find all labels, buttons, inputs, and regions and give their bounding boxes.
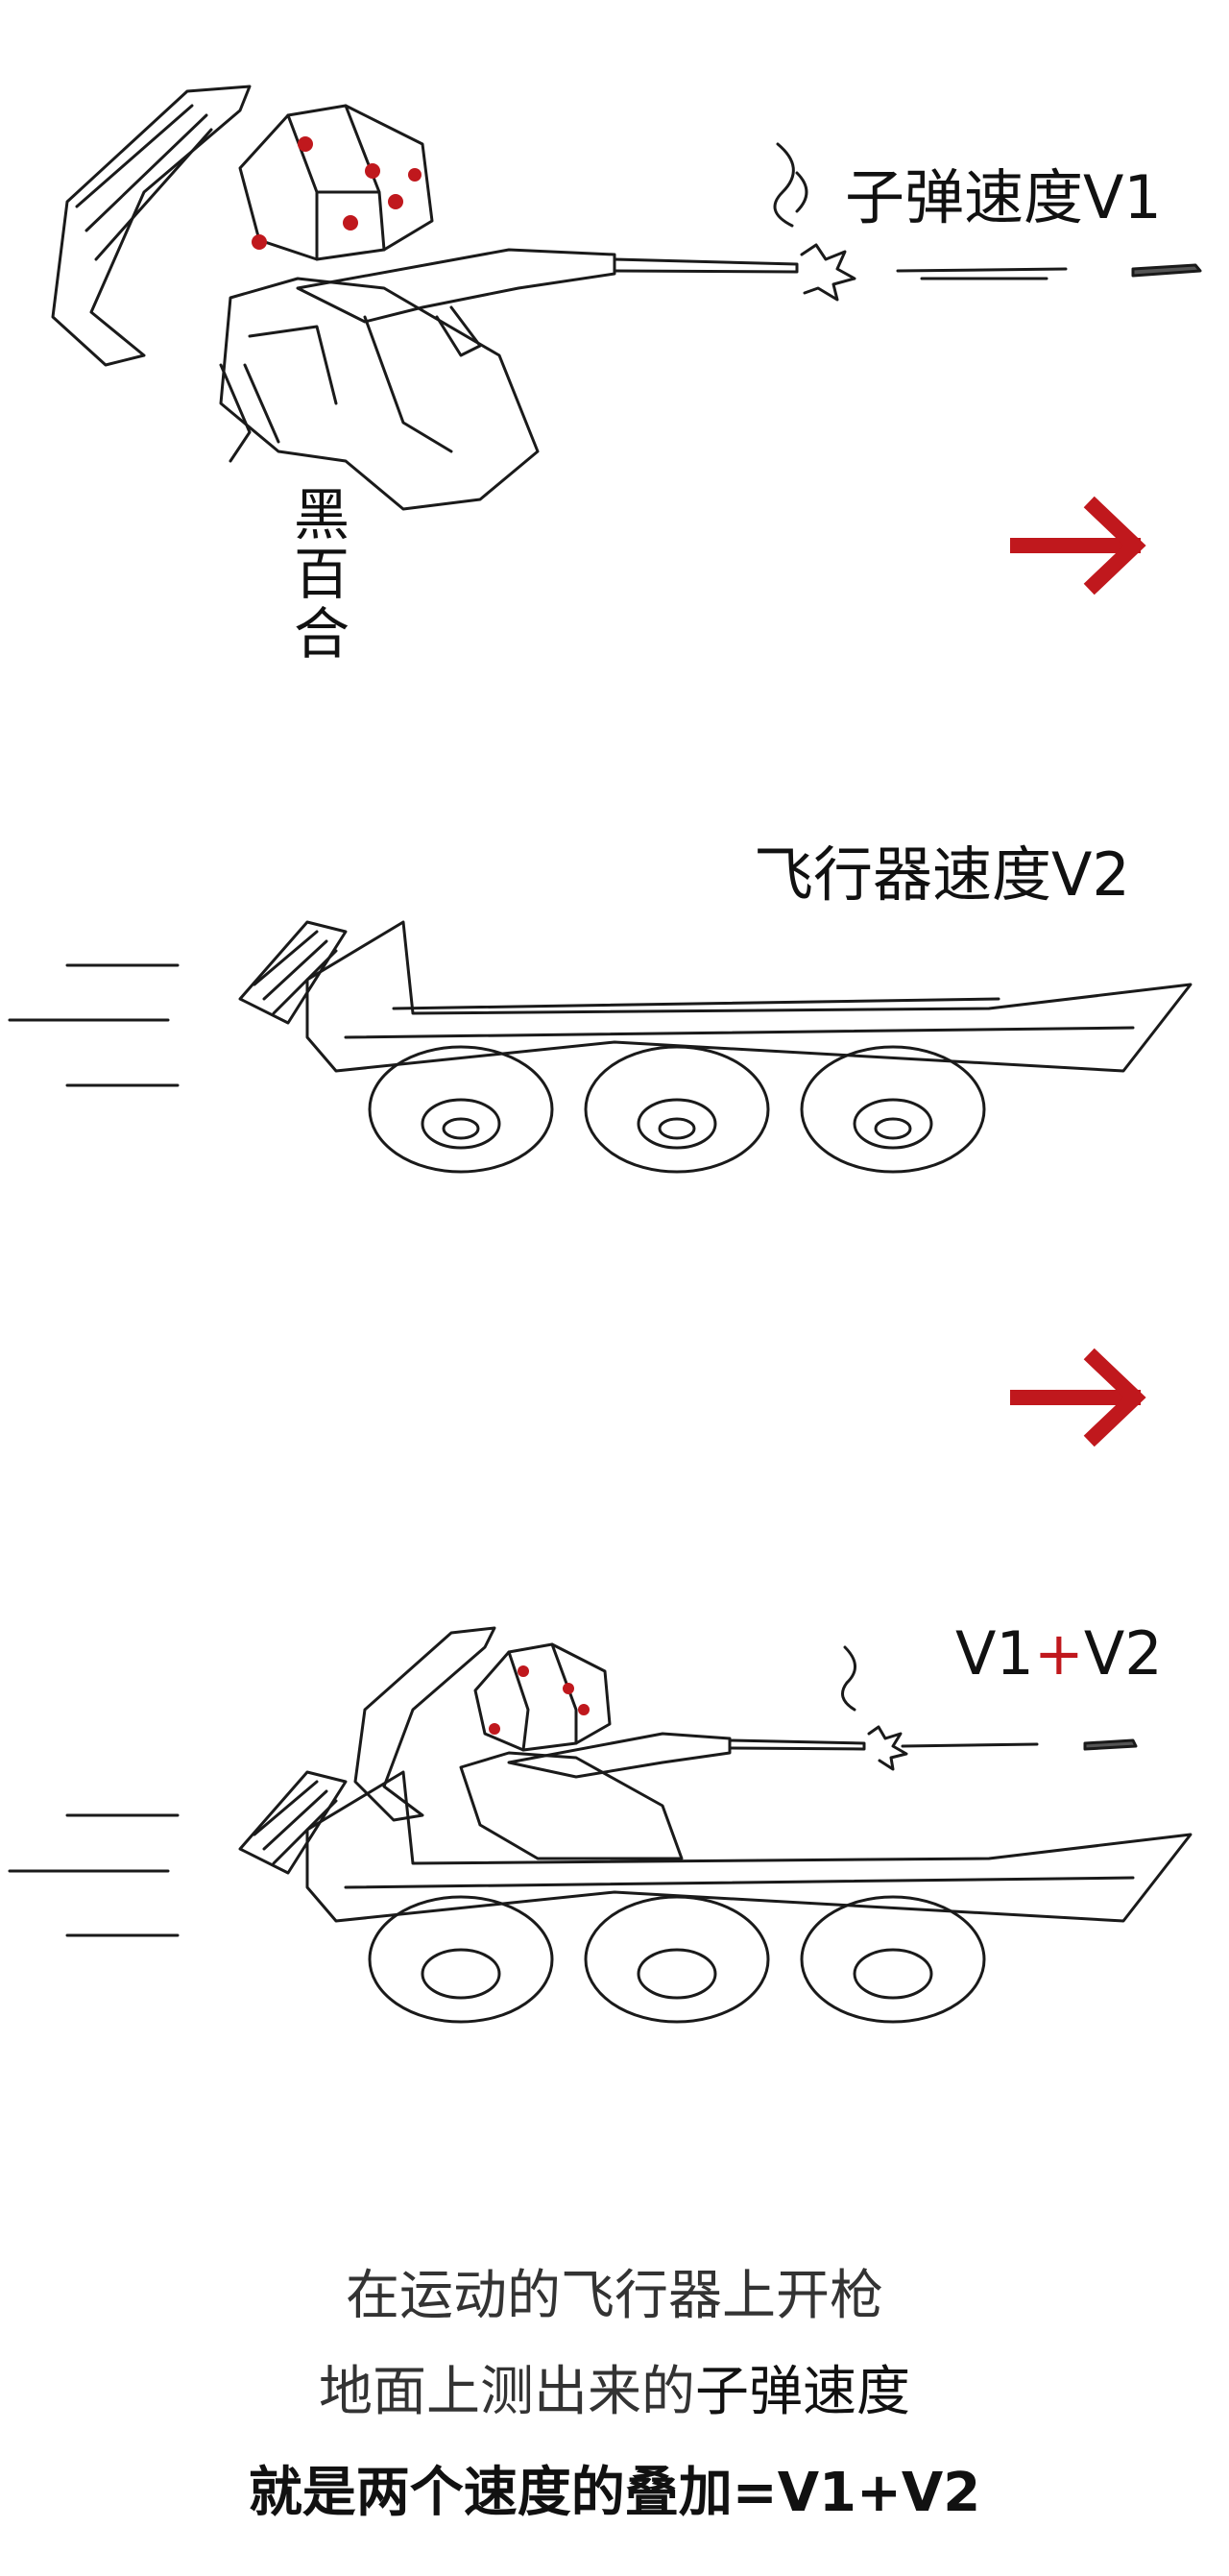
sketch-panel-2 [8,920,1193,1447]
v1-label: V1 [955,1618,1034,1689]
velocity-sum-label: V1+V2 [955,1618,1163,1689]
plus-sign: + [1033,1618,1084,1689]
eye-mark [343,215,358,231]
bullet [1131,263,1202,278]
eye-mark [365,163,380,179]
bullet-speed-label: 子弹速度V1 [845,162,1162,232]
eye-mark [518,1665,529,1677]
rifle [507,1732,732,1779]
aircraft-wheel [368,1045,554,1174]
bullet [1083,1738,1138,1751]
aircraft-wheel [800,1895,986,2024]
caption-line-1: 在运动的飞行器上开枪 [346,2265,883,2327]
muzzle-flash [800,243,856,302]
sketch-panel-3 [8,1626,1193,2024]
caption-line-2: 地面上测出来的子弹速度 [0,2348,1229,2426]
eye-mark [298,136,313,152]
character-cape [51,85,252,367]
caption-line-2-prefix: 地面上测出来的 [319,2361,695,2423]
caption-line-3: 就是两个速度的叠加=V1+V2 [248,2462,981,2524]
sketch-panel-1 [51,85,1202,595]
eye-mark [388,194,403,209]
aircraft-wheel [584,1045,770,1174]
aircraft-fins [238,920,348,1025]
aircraft-hull [305,920,1193,1073]
character-name-label: 黑 百 合 [293,482,349,667]
eye-mark [563,1683,574,1694]
v2-label: V2 [1083,1618,1163,1689]
rifle [296,248,616,324]
arrow-right-icon [1010,496,1146,595]
eye-mark [252,234,267,250]
bullet-trail [896,267,1068,280]
eye-mark [578,1704,590,1715]
character-head [473,1642,612,1752]
bullet-trail [901,1742,1039,1748]
muzzle-flash [867,1725,908,1771]
aircraft-fins [238,1770,348,1875]
aircraft-speed-label: 飞行器速度V2 [754,839,1130,910]
arrow-right-icon [1010,1348,1146,1447]
caption-line-2-emphasis: 子弹速度 [695,2361,910,2423]
aircraft-wheel [584,1895,770,2024]
character-body [219,277,540,511]
aircraft-wheel [368,1895,554,2024]
character-body [459,1751,684,1860]
character-head [238,104,434,261]
eye-mark [489,1723,500,1735]
character-cape [353,1626,496,1822]
eye-mark [408,168,422,182]
aircraft-wheel [800,1045,986,1174]
